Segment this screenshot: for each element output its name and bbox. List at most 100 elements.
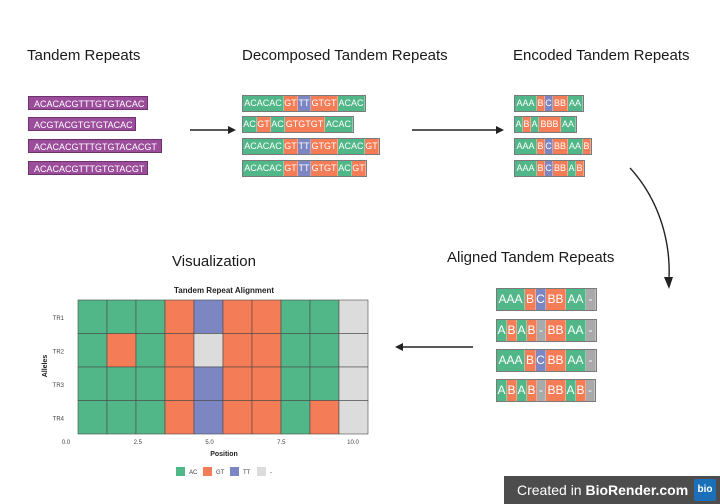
arrow-to-encoded: [412, 126, 504, 134]
tandem-repeats-title: Tandem Repeats: [27, 47, 141, 64]
segment-ac: A: [566, 380, 576, 401]
segment-gt: GT: [352, 161, 366, 176]
segment-gap: -: [537, 380, 546, 401]
segment-ac: A: [517, 320, 527, 341]
heatmap-cell: [222, 333, 253, 368]
segment-gap: -: [586, 380, 595, 401]
segment-ac: ACAC: [338, 139, 365, 154]
heatmap-cell: [280, 400, 311, 435]
legend-swatch: [203, 467, 212, 476]
x-tick-label: 10.0: [347, 440, 359, 446]
segment-ac: A: [497, 320, 507, 341]
y-tick-label: TR2: [53, 349, 65, 355]
arrow-to-decomposed: [190, 126, 236, 134]
segment-gt: B: [537, 96, 545, 111]
segment-gt: GTGT: [311, 161, 338, 176]
segment-gt: BBB: [539, 117, 561, 132]
aligned-row-tr3: AAA B C BB AA -: [496, 349, 597, 372]
heatmap-cell: [77, 299, 108, 334]
segment-ac: A: [497, 380, 507, 401]
segment-ac: A: [568, 161, 576, 176]
encoded-row-tr2: A B A BBB AA: [514, 116, 577, 133]
heatmap-cell: [338, 366, 369, 401]
heatmap-cell: [280, 299, 311, 334]
heatmap-cell: [135, 333, 166, 368]
segment-ac: AC: [271, 117, 285, 132]
decomposed-row-tr3: ACACAC GT TT GTGT ACAC GT: [242, 138, 380, 155]
segment-ac: AA: [566, 320, 586, 341]
heatmap-cell: [251, 333, 282, 368]
sequence-tr1: ACACACGTTTGTGTACAC: [28, 96, 148, 110]
segment-gt: GT: [284, 96, 298, 111]
segment-tt: C: [536, 350, 546, 371]
segment-gt: B: [525, 289, 536, 310]
heatmap-cell: [193, 400, 224, 435]
segment-gt: BB: [553, 139, 568, 154]
heatmap-cell: [106, 366, 137, 401]
heatmap-cell: [135, 299, 166, 334]
segment-tt: C: [545, 96, 553, 111]
heatmap-cell: [280, 366, 311, 401]
legend-label: -: [270, 470, 272, 476]
segment-ac: AAA: [515, 96, 537, 111]
segment-gt: B: [576, 380, 586, 401]
decomposed-title: Decomposed Tandem Repeats: [242, 47, 448, 64]
segment-ac: AAA: [497, 289, 525, 310]
chart-title: Tandem Repeat Alignment: [174, 286, 274, 295]
segment-tt: C: [536, 289, 546, 310]
segment-ac: AC: [338, 161, 352, 176]
heatmap-cell: [222, 299, 253, 334]
heatmap-cell: [222, 366, 253, 401]
heatmap-cell: [164, 299, 195, 334]
arrow-to-aligned: [629, 167, 673, 289]
segment-gt: BB: [546, 380, 566, 401]
segment-gt: B: [576, 161, 584, 176]
heatmap-cell: [106, 333, 137, 368]
legend-swatch: [230, 467, 239, 476]
segment-ac: ACACAC: [243, 139, 284, 154]
heatmap-cell: [193, 333, 224, 368]
heatmap-cell: [309, 299, 340, 334]
heatmap-cell: [164, 366, 195, 401]
heatmap-cell: [135, 400, 166, 435]
segment-gap: -: [586, 350, 596, 371]
decomposed-row-tr2: AC GT AC GTGTGT ACAC: [242, 116, 354, 133]
heatmap-cell: [164, 333, 195, 368]
heatmap-cell: [309, 366, 340, 401]
sequence-tr3: ACACACGTTTGTGTACACGT: [28, 139, 162, 153]
decomposed-row-tr4: ACACAC GT TT GTGT AC GT: [242, 160, 367, 177]
segment-ac: AAA: [515, 139, 537, 154]
encoded-row-tr1: AAA B C BB AA: [514, 95, 584, 112]
segment-ac: A: [517, 380, 527, 401]
segment-ac: ACACAC: [243, 161, 284, 176]
encoded-row-tr4: AAA B C BB A B: [514, 160, 585, 177]
segment-ac: ACAC: [338, 96, 365, 111]
segment-gt: BB: [553, 161, 568, 176]
segment-tt: C: [545, 139, 553, 154]
y-axis-label: Alleles: [42, 355, 49, 378]
badge-text: Created in BioRender.com: [504, 482, 688, 498]
biorender-badge[interactable]: Created in BioRender.com bio: [504, 476, 720, 504]
y-tick-label: TR3: [53, 383, 65, 389]
legend-label: GT: [216, 470, 225, 476]
segment-gt: BB: [553, 96, 568, 111]
segment-ac: AA: [561, 117, 576, 132]
sequence-tr2: ACGTACGTGTGTACAC: [28, 117, 136, 131]
segment-ac: AA: [568, 96, 583, 111]
segment-gt: BB: [546, 350, 566, 371]
heatmap-cell: [222, 400, 253, 435]
segment-ac: AA: [566, 350, 586, 371]
heatmap-cell: [106, 400, 137, 435]
badge-prefix: Created in: [517, 482, 582, 498]
x-tick-label: 5.0: [205, 440, 214, 446]
heatmap-cell: [251, 366, 282, 401]
encoded-row-tr3: AAA B C BB AA B: [514, 138, 592, 155]
decomposed-row-tr1: ACACAC GT TT GTGT ACAC: [242, 95, 366, 112]
heatmap-cell: [77, 366, 108, 401]
segment-gt: BB: [546, 320, 566, 341]
segment-gt: GTGTGT: [285, 117, 325, 132]
aligned-title: Aligned Tandem Repeats: [447, 249, 615, 266]
heatmap-cell: [309, 400, 340, 435]
visualization-title: Visualization: [172, 253, 256, 270]
